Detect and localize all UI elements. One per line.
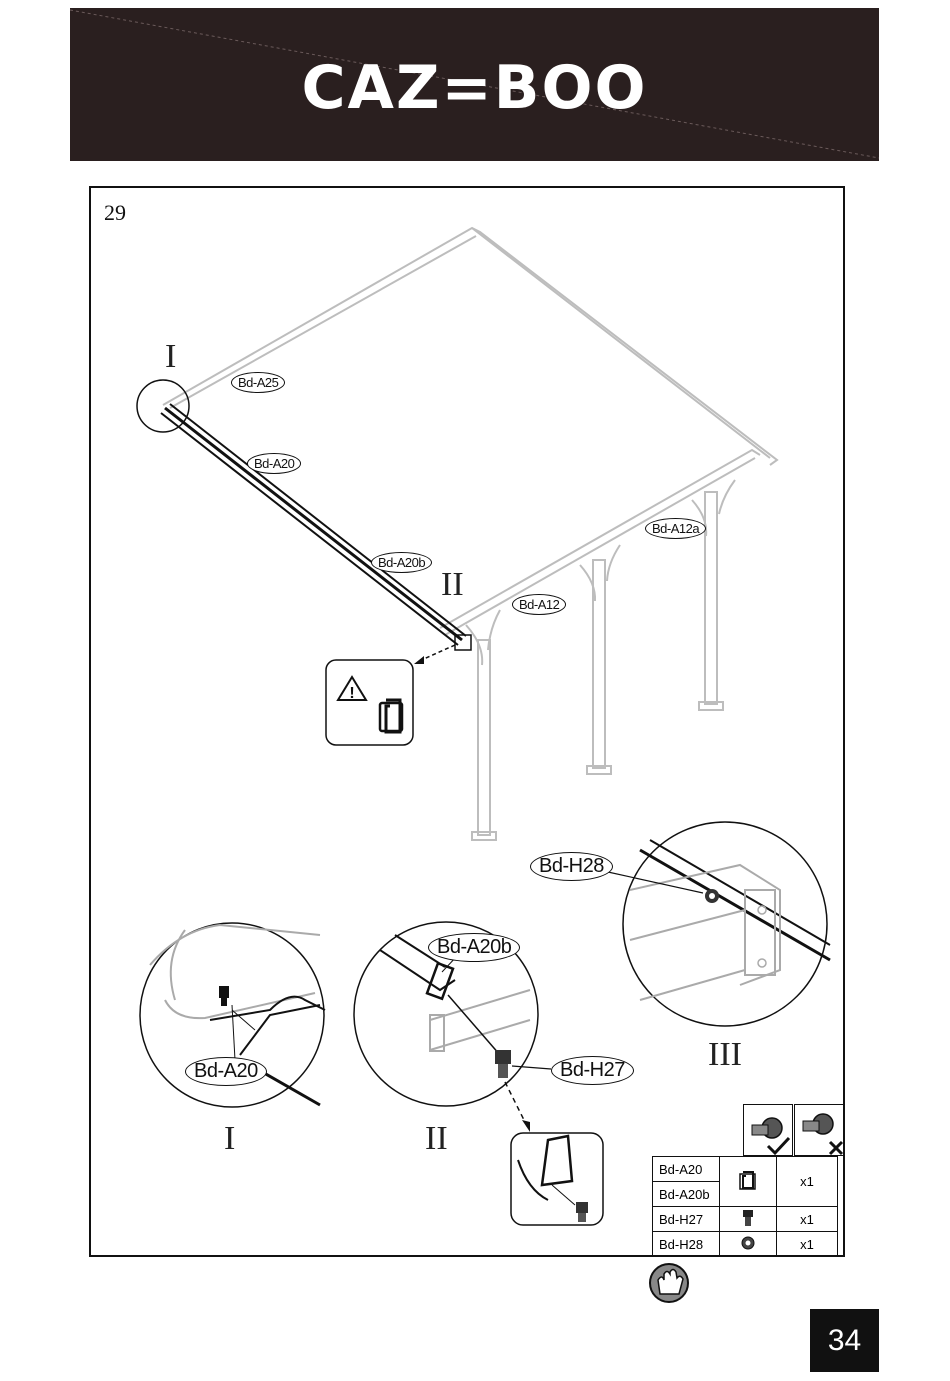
bolt-icon	[741, 1209, 755, 1227]
part-icon-cell	[720, 1207, 777, 1232]
detail-circle-i	[137, 380, 189, 432]
label-ii-main: II	[441, 566, 464, 604]
label-iii-detail: III	[708, 1036, 742, 1074]
callout-bd-h28: Bd-H28	[530, 852, 613, 881]
inset-clip-view	[511, 1133, 603, 1225]
post-right	[705, 492, 717, 704]
callout-bd-a12a: Bd-A12a	[645, 518, 706, 539]
callout-detail-bd-h27: Bd-H27	[551, 1056, 634, 1085]
callout-bd-a20b: Bd-A20b	[371, 552, 432, 573]
callout-bd-a20: Bd-A20	[247, 453, 301, 474]
svg-text:!: !	[349, 685, 354, 702]
part-qty: x1	[777, 1232, 838, 1257]
part-icon-cell	[720, 1157, 777, 1207]
nut-icon	[740, 1235, 756, 1251]
parts-table: Bd-A20 x1 Bd-A20b Bd-H27 x1 Bd-H28 x1	[652, 1156, 838, 1257]
detail-circle-iii-view	[608, 822, 830, 1026]
roof-top-edge	[170, 236, 476, 408]
callout-detail-bd-a20b: Bd-A20b	[428, 933, 520, 962]
clip-icon	[737, 1168, 759, 1192]
beam-a20	[161, 404, 466, 645]
parts-row: Bd-H27 x1	[653, 1207, 838, 1232]
roof-outline	[163, 228, 777, 465]
part-code: Bd-H28	[653, 1232, 720, 1257]
callout-bd-a25: Bd-A25	[231, 372, 285, 393]
parts-row: Bd-A20 x1	[653, 1157, 838, 1182]
parts-row: Bd-H28 x1	[653, 1232, 838, 1257]
part-qty: x1	[777, 1157, 838, 1207]
part-icon-cell	[720, 1232, 777, 1257]
label-ii-detail: II	[425, 1120, 448, 1158]
glove-icon	[650, 1264, 688, 1302]
part-code: Bd-H27	[653, 1207, 720, 1232]
part-code: Bd-A20b	[653, 1182, 720, 1207]
front-beam-a12	[440, 450, 760, 628]
part-code: Bd-A20	[653, 1157, 720, 1182]
callout-bd-a12: Bd-A12	[512, 594, 566, 615]
label-i-detail: I	[224, 1120, 235, 1158]
legend-no-box	[794, 1104, 845, 1156]
label-i-main: I	[165, 338, 176, 376]
page-number: 34	[810, 1309, 879, 1372]
post-left	[478, 640, 490, 835]
legend-ok-box	[743, 1104, 793, 1156]
callout-detail-bd-a20: Bd-A20	[185, 1057, 267, 1086]
part-qty: x1	[777, 1207, 838, 1232]
